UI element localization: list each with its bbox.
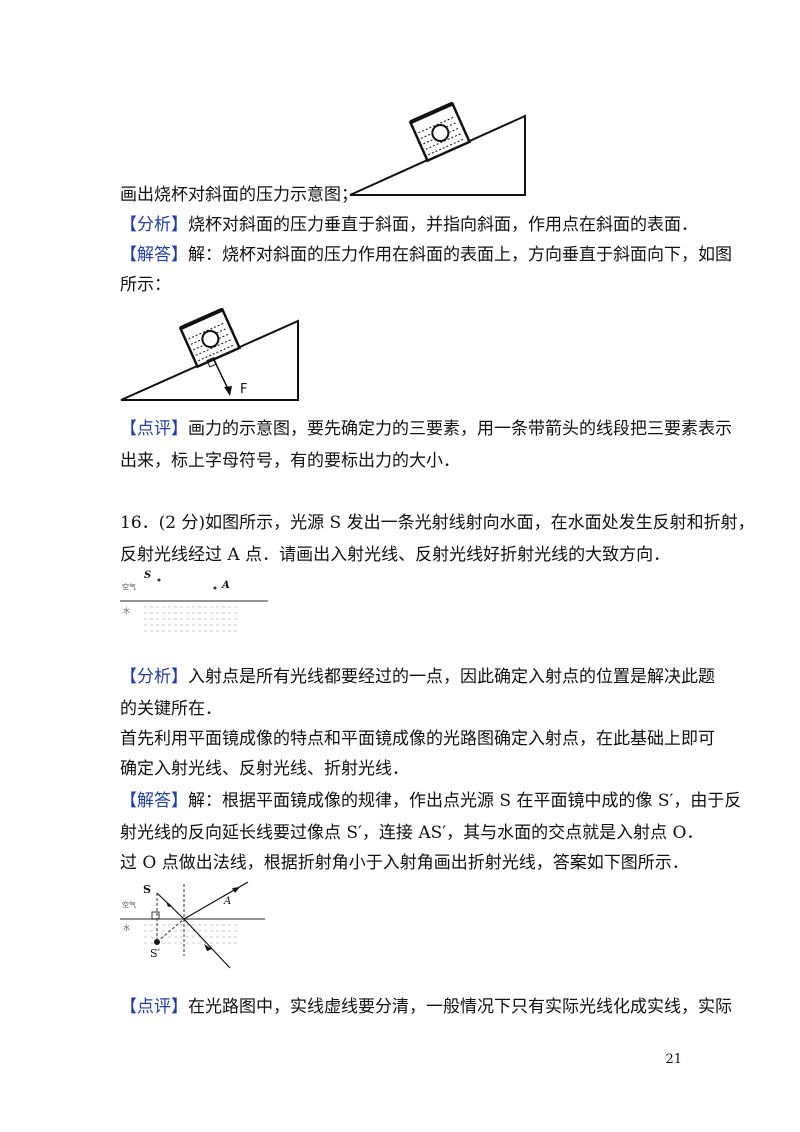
draw-prompt: 画出烧杯对斜面的压力示意图； bbox=[120, 184, 358, 206]
answer-1-line1: 【解答】解：烧杯对斜面的压力作用在斜面的表面上，方向垂直于斜面向下，如图 bbox=[120, 244, 732, 266]
label-water: 水 bbox=[123, 607, 130, 615]
label-image: S′ bbox=[150, 947, 161, 960]
answer-16-tag: 【解答】 bbox=[120, 791, 188, 811]
analysis-16-tag: 【分析】 bbox=[120, 667, 188, 687]
label-a: A bbox=[222, 580, 230, 591]
analysis-16-line1: 【分析】入射点是所有光线都要经过的一点，因此确定入射点的位置是解决此题 bbox=[120, 666, 715, 688]
answer-16-line3: 过 O 点做出法线，根据折射角小于入射角画出折射光线，答案如下图所示． bbox=[120, 852, 689, 874]
comment-text-cont: 出来，标上字母符号，有的要标出力的大小． bbox=[120, 451, 460, 471]
comment-text: 画力的示意图，要先确定力的三要素，用一条带箭头的线段把三要素表示 bbox=[188, 419, 732, 439]
force-label: F bbox=[240, 382, 248, 397]
page-number: 21 bbox=[665, 1052, 682, 1067]
analysis-16-line2: 的关键所在． bbox=[120, 698, 222, 720]
question-16-text-cont: 反射光线经过 A 点．请画出入射光线、反射光线好折射光线的大致方向． bbox=[120, 545, 671, 565]
comment-16-text: 在光路图中，实线虚线要分清，一般情况下只有实际光线化成实线，实际 bbox=[188, 997, 732, 1017]
answer-16-text-3: 过 O 点做出法线，根据折射角小于入射角画出折射光线，答案如下图所示． bbox=[120, 853, 689, 873]
analysis-16-line3: 首先利用平面镜成像的特点和平面镜成像的光路图确定入射点，在此基础上即可 bbox=[120, 728, 715, 750]
label-air: 空气 bbox=[122, 901, 136, 909]
label-s: S bbox=[143, 883, 151, 896]
analysis-1: 【分析】烧杯对斜面的压力垂直于斜面，并指向斜面，作用点在斜面的表面． bbox=[120, 214, 698, 236]
label-water: 水 bbox=[123, 924, 130, 932]
answer-1-line2: 所示： bbox=[120, 274, 171, 296]
label-s: S bbox=[144, 570, 152, 581]
label-air: 空气 bbox=[122, 583, 136, 591]
answer-tag: 【解答】 bbox=[120, 245, 188, 265]
question-16-line2: 反射光线经过 A 点．请画出入射光线、反射光线好折射光线的大致方向． bbox=[120, 544, 670, 566]
beaker-force-figure: F bbox=[118, 300, 303, 405]
comment-tag: 【点评】 bbox=[120, 419, 188, 439]
analysis-16-line4: 确定入射光线、反射光线、折射光线． bbox=[120, 758, 409, 780]
answer-text-cont: 所示： bbox=[120, 275, 171, 295]
draw-prompt-text: 画出烧杯对斜面的压力示意图； bbox=[120, 185, 358, 205]
analysis-tag: 【分析】 bbox=[120, 215, 188, 235]
comment-16-tag: 【点评】 bbox=[120, 997, 188, 1017]
answer-16-text-2: 射光线的反向延长线要过像点 S′，连接 AS′，其与水面的交点就是入射点 O． bbox=[120, 823, 704, 843]
analysis-16-text-3: 首先利用平面镜成像的特点和平面镜成像的光路图确定入射点，在此基础上即可 bbox=[120, 729, 715, 749]
comment-16-line1: 【点评】在光路图中，实线虚线要分清，一般情况下只有实际光线化成实线，实际 bbox=[120, 996, 732, 1018]
answer-16-line2: 射光线的反向延长线要过像点 S′，连接 AS′，其与水面的交点就是入射点 O． bbox=[120, 822, 703, 844]
question-16-line1: 16．(2 分)如图所示，光源 S 发出一条光射线射向水面，在水面处发生反射和折… bbox=[120, 512, 755, 534]
analysis-16-text-4: 确定入射光线、反射光线、折射光线． bbox=[120, 759, 409, 779]
water-surface-figure: S A 空气 水 bbox=[120, 570, 270, 642]
comment-1-line1: 【点评】画力的示意图，要先确定力的三要素，用一条带箭头的线段把三要素表示 bbox=[120, 418, 732, 440]
comment-1-line2: 出来，标上字母符号，有的要标出力的大小． bbox=[120, 450, 460, 472]
answer-text: 解：烧杯对斜面的压力作用在斜面的表面上，方向垂直于斜面向下，如图 bbox=[188, 245, 732, 265]
analysis-16-text: 入射点是所有光线都要经过的一点，因此确定入射点的位置是解决此题 bbox=[188, 667, 715, 687]
beaker-incline-figure bbox=[345, 92, 530, 200]
question-16-text: 16．(2 分)如图所示，光源 S 发出一条光射线射向水面，在水面处发生反射和折… bbox=[120, 513, 755, 533]
ray-diagram-figure: S A S′ 空气 水 bbox=[120, 878, 270, 973]
analysis-16-text-2: 的关键所在． bbox=[120, 699, 222, 719]
label-a: A bbox=[224, 896, 232, 907]
answer-16-line1: 【解答】解：根据平面镜成像的规律，作出点光源 S 在平面镜中成的像 S′，由于反 bbox=[120, 790, 741, 812]
analysis-text: 烧杯对斜面的压力垂直于斜面，并指向斜面，作用点在斜面的表面． bbox=[188, 215, 698, 235]
answer-16-text: 解：根据平面镜成像的规律，作出点光源 S 在平面镜中成的像 S′，由于反 bbox=[188, 791, 742, 811]
